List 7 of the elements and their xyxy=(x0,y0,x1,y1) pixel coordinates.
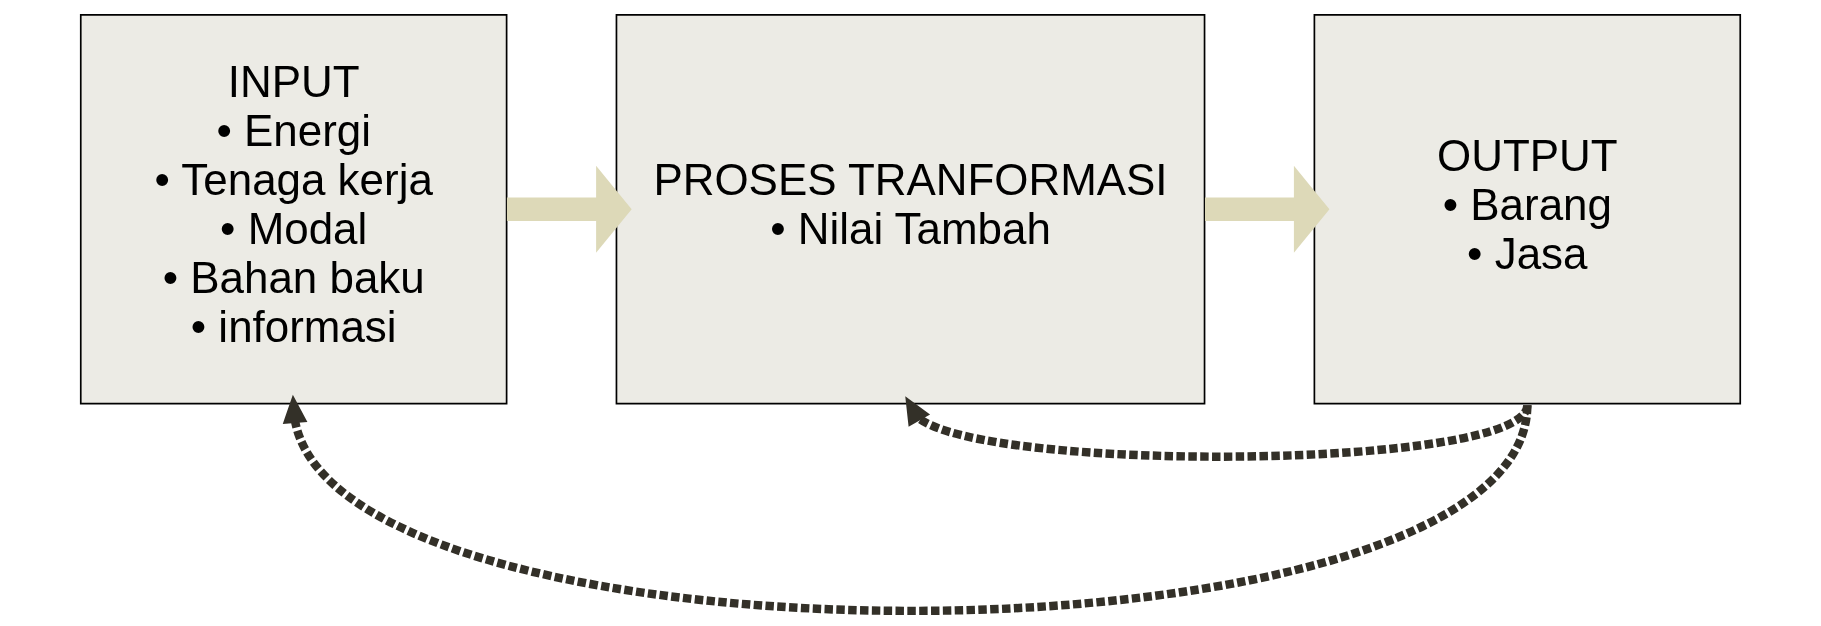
arrow xyxy=(506,165,632,253)
node-box: PROSES TRANFORMASI • Nilai Tambah xyxy=(615,14,1206,405)
node-box: INPUT • Energi • Tenaga kerja • Modal • Bahan baku • informasi xyxy=(79,14,508,405)
arrow xyxy=(905,396,1531,461)
arrow xyxy=(282,394,1532,615)
node-box: OUTPUT • Barang • Jasa xyxy=(1313,14,1742,405)
arrow xyxy=(1205,165,1330,253)
